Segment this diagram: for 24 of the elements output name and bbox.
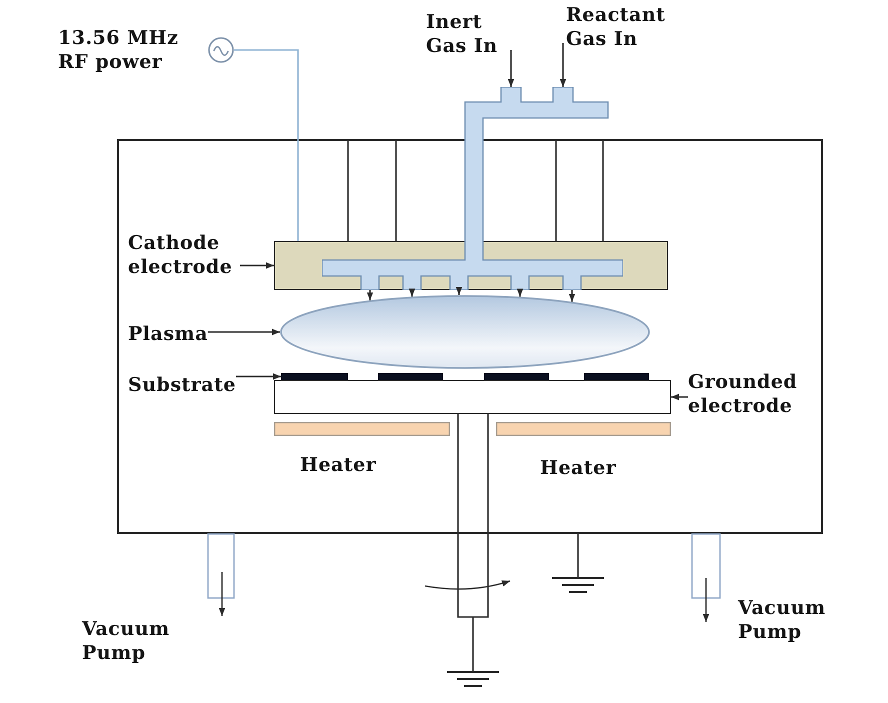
- part-label: Grounded electrode: [688, 370, 806, 418]
- leader-arrow: [236, 373, 281, 380]
- pump-label: Vacuum Pump: [738, 596, 827, 644]
- heater-label: Heater: [540, 456, 616, 480]
- leader-arrow: [208, 328, 280, 336]
- gas-flow-arrow: [516, 288, 524, 297]
- grounded-electrode: [274, 380, 671, 414]
- gas-flow-arrow: [560, 43, 566, 87]
- part-label: Plasma: [128, 322, 208, 346]
- rf-wire: [234, 49, 299, 241]
- gas-inlet-label: Reactant Gas In: [566, 3, 678, 51]
- part-label: Substrate: [128, 373, 236, 397]
- heater-label: Heater: [300, 453, 376, 477]
- leader-arrow: [240, 262, 274, 269]
- pump-label: Vacuum Pump: [82, 617, 171, 665]
- gas-flow-arrow: [366, 290, 374, 300]
- leader-arrow: [671, 394, 688, 400]
- part-label: Cathode electrode: [128, 231, 240, 279]
- gas-flow-arrow: [456, 287, 462, 295]
- gas-flow-arrow: [568, 290, 576, 302]
- gas-inlet-label: Inert Gas In: [426, 10, 508, 58]
- gas-flow-arrow: [508, 50, 514, 87]
- rf-power-label: 13.56 MHz RF power: [58, 26, 180, 74]
- gas-flow-arrow: [408, 288, 416, 297]
